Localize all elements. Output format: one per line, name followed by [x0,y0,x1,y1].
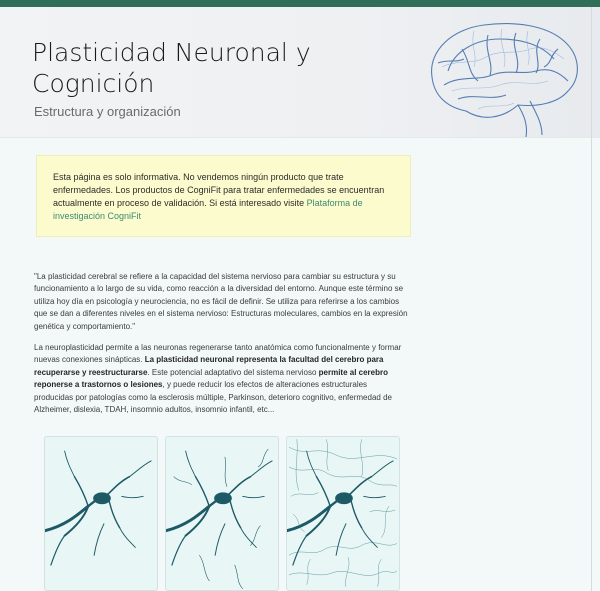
neuron-image-1[interactable] [44,436,158,591]
paragraph-text: , y puede reducir los efectos de alterac… [34,380,392,415]
paragraph-text: . Este potencial adaptativo del sistema … [147,367,319,377]
neuron-image-3[interactable] [286,436,400,591]
page-title: Plasticidad Neuronal y Cognición [32,38,311,98]
neuron-growing-icon [166,448,273,589]
neuron-image-2[interactable] [165,436,279,591]
page-subtitle: Estructura y organización [34,104,181,119]
top-bar [0,0,600,7]
info-notice: Esta página es solo informativa. No vend… [36,155,411,237]
paragraph-text: La neuroplasticidad permite a las neuron… [34,343,402,365]
page-header: Plasticidad Neuronal y Cognición Estruct… [0,7,600,138]
brain-illustration [431,23,578,138]
bold-text: permite al cerebro reponerse a trastorno… [34,367,388,390]
quote-paragraph: "La plasticidad cerebral se refiere a la… [34,272,408,331]
bold-text: La plasticidad neuronal representa la fa… [34,355,384,377]
page-edge [591,7,592,591]
neuron-sparse-icon [45,450,152,566]
neuron-dense-icon [287,439,398,587]
article-body: "La plasticidad cerebral se refiere a la… [34,271,408,425]
neuroplasticity-paragraph: La neuroplasticidad permite a las neuron… [34,342,408,416]
notice-text: Esta página es solo informativa. No vend… [53,172,385,208]
research-platform-link[interactable]: Plataforma de investigación CogniFit [53,198,363,221]
